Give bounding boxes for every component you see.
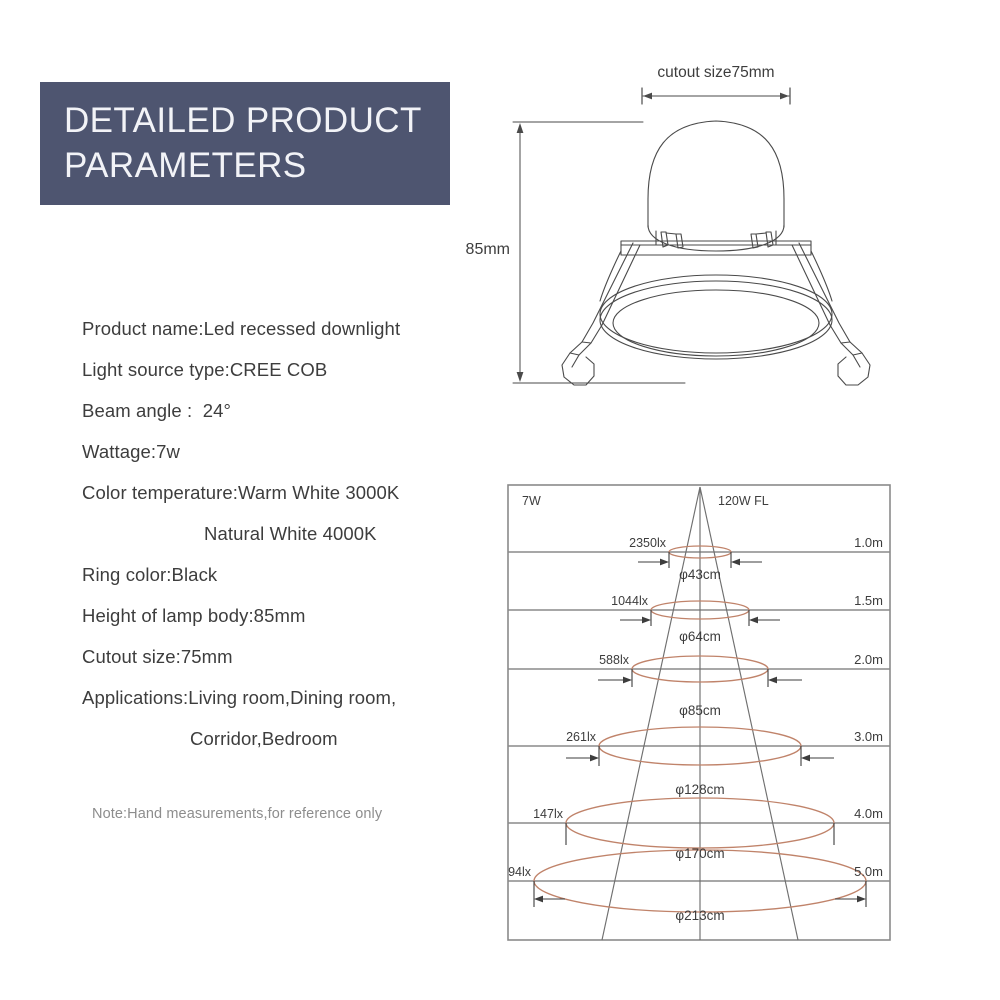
diameter-label-3: φ85cm (679, 703, 721, 718)
spec-wattage: Wattage:7w (82, 441, 180, 462)
diameter-label-1: φ43cm (679, 567, 721, 582)
height-dimension-arrow (516, 123, 524, 382)
distance-label-1: 1.0m (854, 535, 883, 550)
illuminance-label-5: 147lx (533, 807, 564, 821)
spec-applications: Applications:Living room,Dining room, (82, 687, 397, 708)
note-text: Note:Hand measurements,for reference onl… (92, 806, 383, 822)
distance-label-5: 4.0m (854, 806, 883, 821)
illuminance-label-2: 1044lx (611, 594, 649, 608)
spec-applications-continued: Corridor,Bedroom (190, 728, 338, 749)
spec-product-name: Product name:Led recessed downlight (82, 318, 401, 339)
diameter-label-4: φ128cm (675, 782, 724, 797)
downlight-technical-drawing: cutout size75mm 85mm (466, 55, 910, 405)
spec-color-temperature: Color temperature:Warm White 3000K (82, 482, 400, 503)
diameter-label-2: φ64cm (679, 629, 721, 644)
spec-ring-color: Ring color:Black (82, 564, 218, 585)
page-title-banner: DETAILED PRODUCT PARAMETERS (40, 82, 450, 205)
distance-label-2: 1.5m (854, 593, 883, 608)
illuminance-label-1: 2350lx (629, 536, 667, 550)
beam-cone (601, 486, 799, 941)
spec-color-temperature-secondary: Natural White 4000K (204, 523, 377, 544)
cutout-size-label: cutout size75mm (657, 64, 774, 81)
beam-spread-diagram: 7W 120W FL 1.0m 1.5m 2.0m 3.0m 4.0m 5.0m… (490, 465, 910, 955)
distance-label-6: 5.0m (854, 864, 883, 879)
spec-light-source-type: Light source type:CREE COB (82, 359, 328, 380)
diameter-label-6: φ213cm (675, 908, 724, 923)
specification-list: Product name:Led recessed downlight Ligh… (82, 308, 482, 759)
distance-label-4: 3.0m (854, 729, 883, 744)
illuminance-label-3: 588lx (599, 653, 630, 667)
illuminance-label-4: 261lx (566, 730, 597, 744)
wattage-label: 7W (522, 494, 541, 508)
page-title: DETAILED PRODUCT PARAMETERS (64, 101, 422, 185)
diagram-frame (507, 484, 891, 941)
lamp-height-label: 85mm (466, 241, 510, 258)
diameter-label-5: φ170cm (675, 846, 724, 861)
distance-label-3: 2.0m (854, 652, 883, 667)
cutout-dimension-arrow (641, 87, 791, 105)
illuminance-label-6: 94lx (508, 865, 532, 879)
spec-cutout-size: Cutout size:75mm (82, 646, 233, 667)
reference-lamp-label: 120W FL (718, 494, 769, 508)
distance-gridlines (508, 551, 890, 882)
spec-beam-angle: Beam angle : 24° (82, 400, 231, 421)
diameter-dimension-arrows (533, 552, 867, 907)
spec-lamp-body-height: Height of lamp body:85mm (82, 605, 306, 626)
